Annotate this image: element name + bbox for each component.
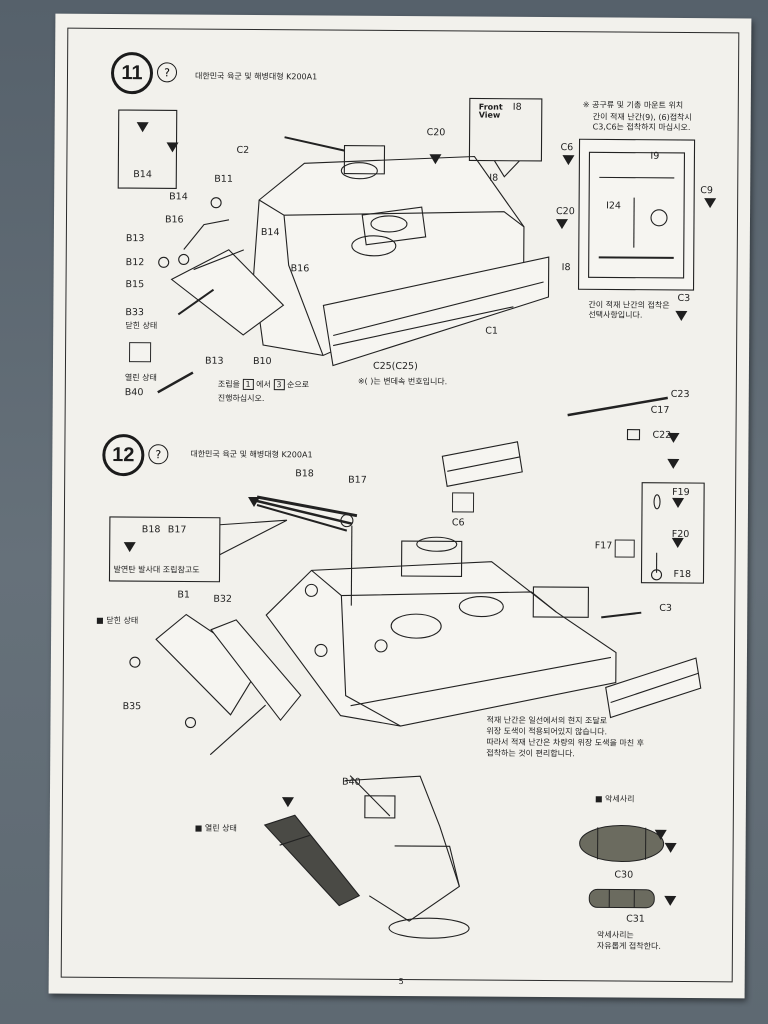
label-i9: I9 xyxy=(650,150,660,162)
label-c23: C23 xyxy=(670,388,690,401)
label-f20: F20 xyxy=(671,528,690,541)
line-art xyxy=(108,97,717,939)
open-state-label-12: ■ 열린 상태 xyxy=(194,823,237,833)
mount-position-box xyxy=(577,138,696,291)
label-c2: C2 xyxy=(236,144,250,156)
label-b17: B17 xyxy=(348,474,367,486)
triangle-markers xyxy=(123,122,717,906)
label-b16-right: B16 xyxy=(290,263,310,275)
front-view-box xyxy=(468,97,543,162)
label-c17: C17 xyxy=(650,404,670,416)
label-b40: B40 xyxy=(124,387,144,399)
rail-note-2: 선택사항입니다. xyxy=(588,310,643,320)
closed-state-label-12: ■ 닫힌 상태 xyxy=(96,615,139,626)
label-c9: C9 xyxy=(700,185,713,197)
front-view-part: I8 xyxy=(512,101,522,113)
rail-note: 간이 적재 난간의 접착은 xyxy=(588,300,670,310)
accessory-title: ■ 악세사리 xyxy=(594,794,635,804)
label-b10: B10 xyxy=(252,355,272,368)
label-b13: B13 xyxy=(125,233,145,245)
paren-note: ※( )는 변데속 번호입니다. xyxy=(357,376,448,387)
front-view-part-2: I8 xyxy=(489,172,499,184)
label-b11: B11 xyxy=(214,173,233,185)
rear-door-b32 xyxy=(210,619,302,722)
label-c3: C3 xyxy=(659,602,673,614)
label-b14: B14 xyxy=(169,191,188,203)
step-12-number: 12 xyxy=(102,433,145,477)
glue-icon: ? xyxy=(156,62,178,83)
rail-paragraph-3: 따라서 적재 난간은 차량의 위장 도색을 마친 후 xyxy=(486,737,645,748)
instruction-sheet: 11 ? 대한민국 육군 및 해병대형 K200A1 B14 Front Vie… xyxy=(48,13,752,999)
inset-b14-label: B14 xyxy=(133,169,152,181)
inset-label-b17: B17 xyxy=(167,524,187,536)
open-state-icon xyxy=(451,492,475,513)
accessory-bags xyxy=(579,825,665,909)
label-b14-right: B14 xyxy=(260,227,280,239)
label-b16: B16 xyxy=(164,214,184,226)
label-i8-mount: I8 xyxy=(561,262,571,274)
inset-b14-box xyxy=(117,109,178,189)
label-c3-mount: C3 xyxy=(677,292,691,305)
assembly-note: 조립을 1 에서 3 순으로 xyxy=(217,378,310,391)
label-c6: C6 xyxy=(451,517,465,529)
label-b12: B12 xyxy=(125,257,145,269)
closed-state-label: 닫힌 상태 xyxy=(125,321,158,331)
label-b32: B32 xyxy=(213,593,232,605)
label-c20: C20 xyxy=(426,127,446,139)
accessory-note-1: 악세사리는 xyxy=(596,930,634,940)
label-f17: F17 xyxy=(594,540,613,552)
mount-note-3: C3,C6는 접착하지 마십시오. xyxy=(592,122,691,133)
open-state-label: 열린 상태 xyxy=(124,373,157,383)
inset-launcher-box xyxy=(108,516,221,583)
smoke-launcher-drawing xyxy=(256,495,358,532)
mount-note: ※ 공구류 및 기총 마운트 위치 xyxy=(582,100,684,110)
label-b33: B33 xyxy=(125,307,144,319)
step12-vehicle-drawing xyxy=(265,536,617,727)
f-parts-box xyxy=(640,482,705,584)
label-i24: I24 xyxy=(606,200,622,212)
label-b40-12: B40 xyxy=(342,776,361,788)
step-12-subtitle: 대한민국 육군 및 해병대형 K200A1 xyxy=(190,449,313,460)
inset-launcher-caption: 발연탄 발사대 조립참고도 xyxy=(113,565,200,575)
label-b13-bottom: B13 xyxy=(204,355,224,367)
inset-label-b18: B18 xyxy=(141,524,161,536)
label-b35: B35 xyxy=(122,701,142,713)
step-11-subtitle: 대한민국 육군 및 해병대형 K200A1 xyxy=(194,71,318,82)
label-b18: B18 xyxy=(295,468,314,480)
step-11-number: 11 xyxy=(110,51,154,95)
label-c6-mount: C6 xyxy=(560,142,574,154)
step11-vehicle-drawing xyxy=(157,136,550,394)
mount-note-2: 간이 적재 난간(9), (6)접착시 xyxy=(592,112,692,123)
glue-icon: ? xyxy=(148,444,169,465)
label-f18: F18 xyxy=(673,568,692,581)
label-c1: C1 xyxy=(485,325,498,337)
open-hatch-b40-drawing xyxy=(263,775,470,939)
label-c30: C30 xyxy=(614,869,634,881)
label-c31: C31 xyxy=(626,913,645,925)
accessory-note-2: 자유롭게 접착한다. xyxy=(596,941,661,951)
label-c22: C22 xyxy=(652,429,672,441)
page-number: 5 xyxy=(398,977,404,987)
rail-paragraph-2: 위장 도색이 적용되어있지 않습니다. xyxy=(486,726,608,737)
label-b15: B15 xyxy=(125,279,145,291)
assembly-note-line2: 진행하십시오. xyxy=(217,393,265,404)
rail-paragraph-1: 적재 난간은 일선에서의 현지 조달로 xyxy=(486,715,608,726)
label-c25: C25(C25) xyxy=(372,360,418,373)
view-icon-f17 xyxy=(614,539,635,558)
label-f19: F19 xyxy=(672,486,690,499)
machine-gun-c23 xyxy=(567,396,668,417)
rail-paragraph-4: 접착하는 것이 편리합니다. xyxy=(486,748,575,759)
label-c20-mount: C20 xyxy=(556,206,575,218)
closed-state-icon xyxy=(128,342,152,363)
label-b1: B1 xyxy=(177,589,190,601)
